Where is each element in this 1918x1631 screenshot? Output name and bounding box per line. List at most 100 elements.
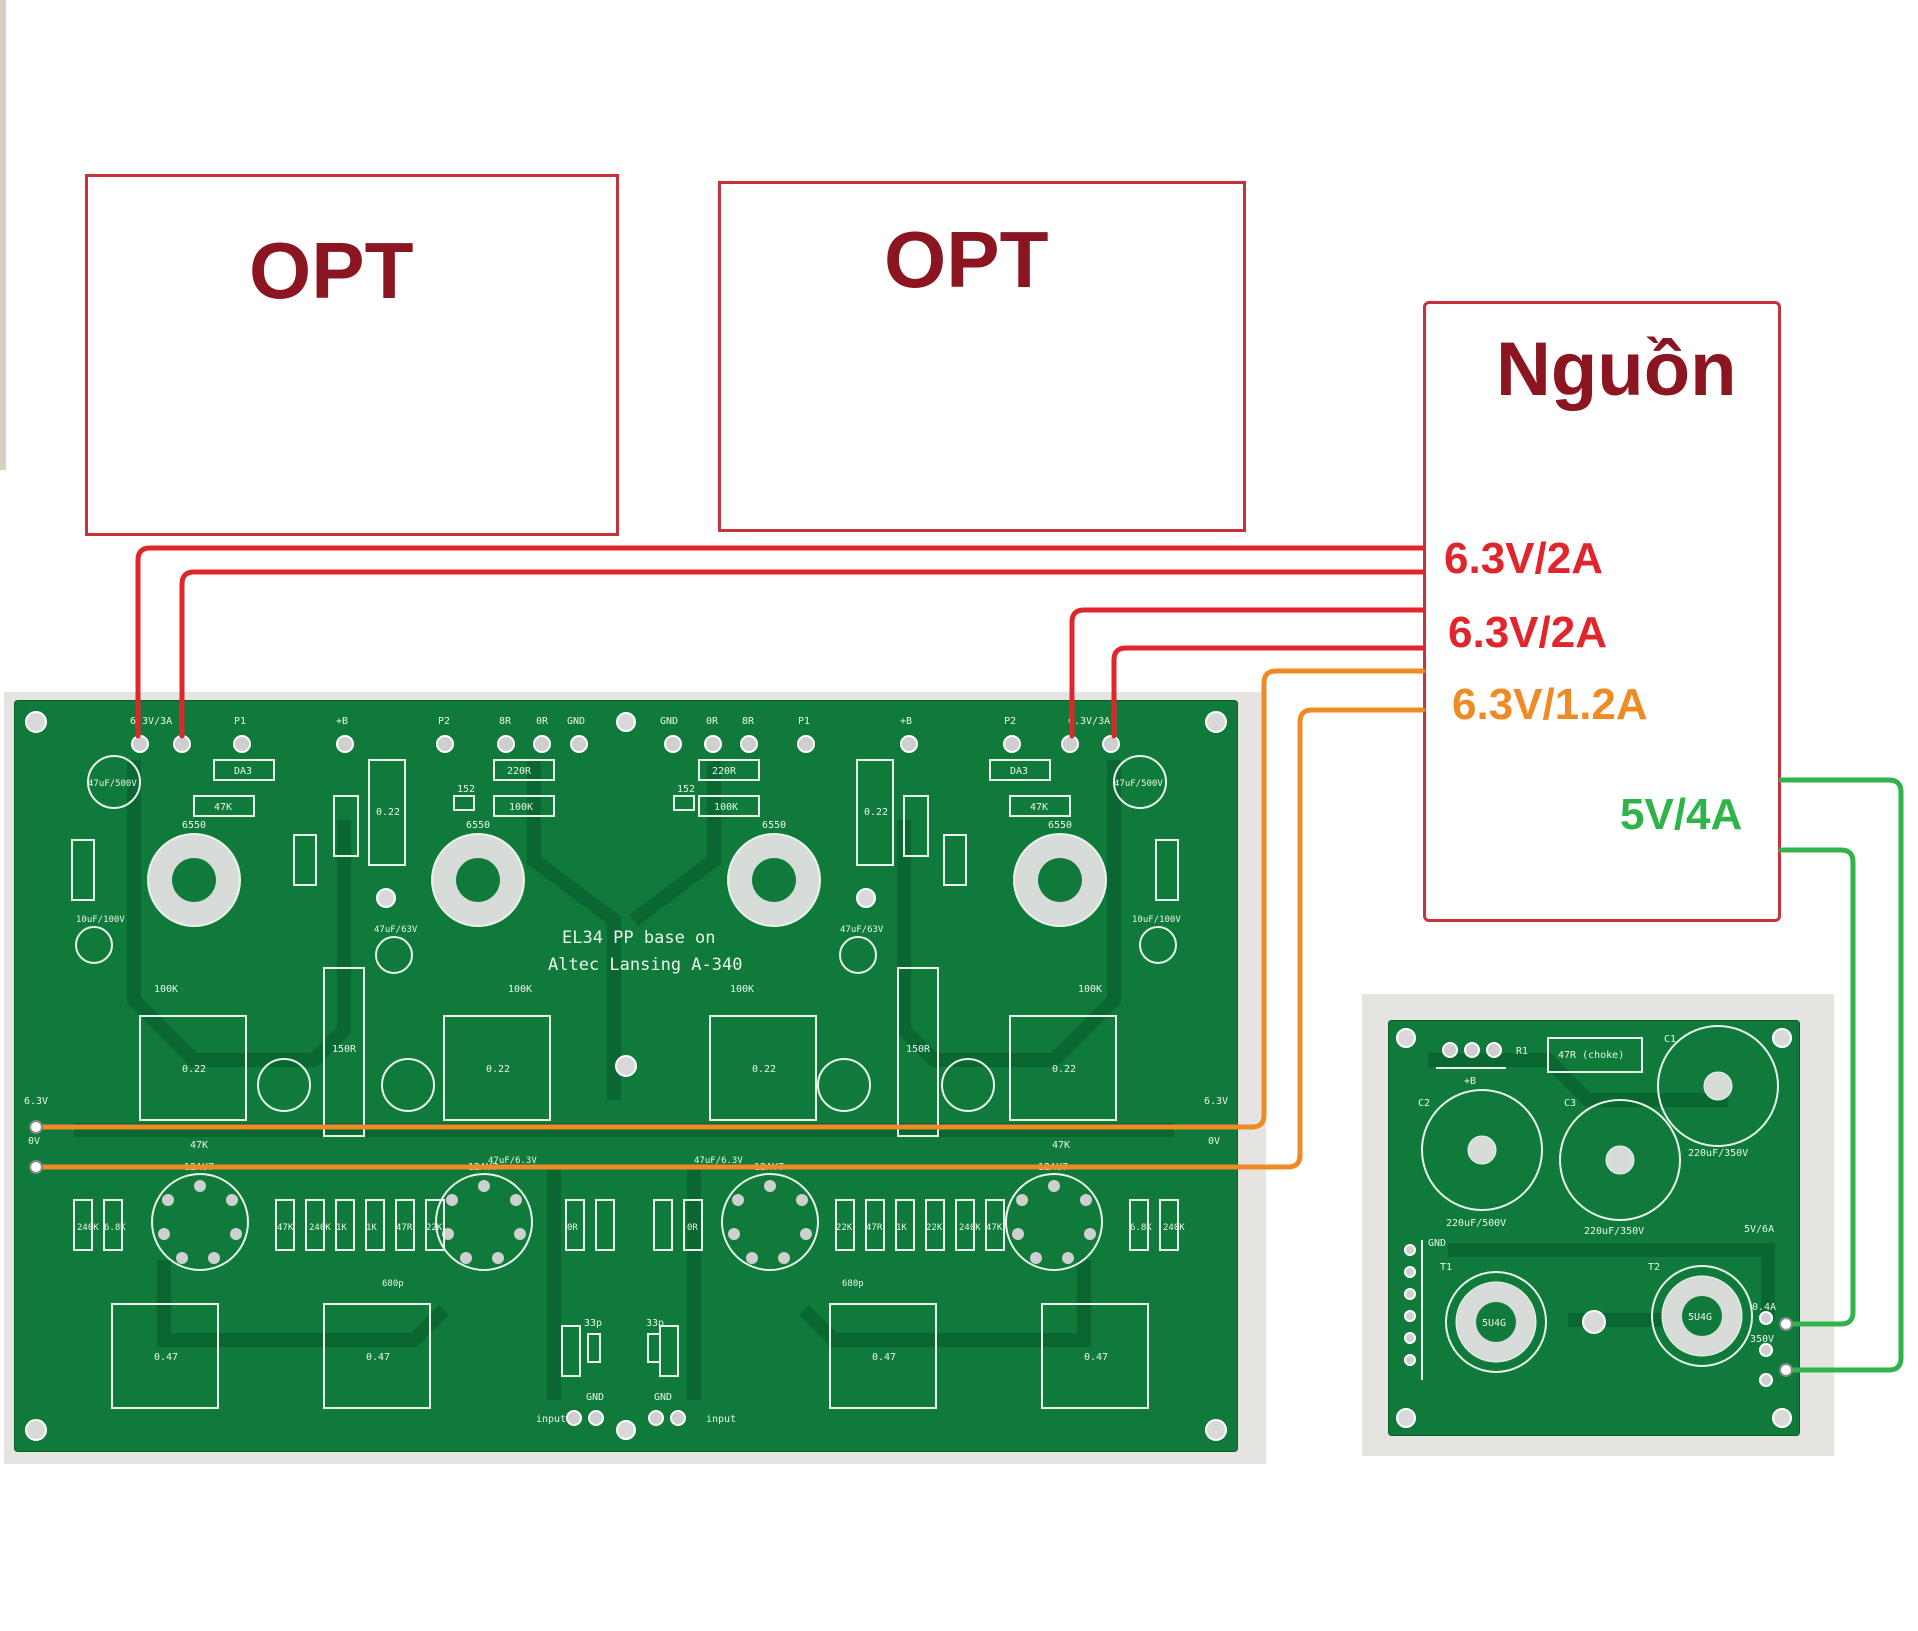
resistor-label: 47K xyxy=(214,802,232,813)
resistor-label: 6.8K xyxy=(1130,1223,1152,1233)
ground-label-left: 0V xyxy=(28,1136,40,1147)
cap-label: 47uF/6.3V xyxy=(488,1156,537,1166)
filament-wire-green-a xyxy=(1778,777,1904,1373)
resistor-label: 47R xyxy=(866,1223,883,1233)
psu-label: R1 xyxy=(1516,1046,1528,1057)
rail-label-heater-1: 6.3V/2A xyxy=(1444,534,1603,583)
cap-label: 680p xyxy=(842,1279,864,1289)
pcb-title-line2: Altec Lansing A-340 xyxy=(548,955,742,975)
resistor-label: 220R xyxy=(712,766,737,777)
cap-label: 152 xyxy=(677,784,695,795)
psu-label: 5V/6A xyxy=(1744,1224,1774,1235)
pin-label: +B xyxy=(336,716,348,727)
cap-label: 0.22 xyxy=(486,1064,510,1075)
rail-label-heater-3: 6.3V/1.2A xyxy=(1452,680,1648,729)
cap-label: 10uF/100V xyxy=(76,915,125,925)
opt-left-title: OPT xyxy=(249,226,414,315)
heater-label-left: 6.3V xyxy=(24,1096,48,1107)
tube-label: 6550 xyxy=(1048,820,1072,831)
cap-label: 33p xyxy=(584,1318,602,1329)
pin-label: 6.3V/3A xyxy=(1068,716,1110,727)
gnd-label-right: GND xyxy=(654,1392,672,1403)
opt-box-left: OPT xyxy=(85,174,619,536)
pin-label: P2 xyxy=(1004,716,1016,727)
resistor-label: 6.8K xyxy=(104,1223,126,1233)
pin-label: 0R xyxy=(706,716,719,727)
resistor-label: 47K xyxy=(1030,802,1048,813)
cap-label: 47uF/500V xyxy=(88,779,137,789)
rail-label-heater-2: 6.3V/2A xyxy=(1448,608,1607,657)
rail-label-filament: 5V/4A xyxy=(1620,790,1743,839)
tube-label: 6550 xyxy=(466,820,490,831)
cap-label: 47uF/63V xyxy=(374,925,418,935)
pin-label: 0R xyxy=(536,716,549,727)
pin-label: P1 xyxy=(798,716,810,727)
pin-label: P2 xyxy=(438,716,450,727)
resistor-label: 0R xyxy=(687,1223,698,1233)
pin-label: +B xyxy=(900,716,912,727)
tube-label: 6550 xyxy=(762,820,786,831)
pcb-title-line1: EL34 PP base on xyxy=(562,928,716,948)
power-supply-title: Nguồn xyxy=(1496,327,1737,412)
heater-wire-orange-b xyxy=(33,707,1426,1170)
psu-label: T1 xyxy=(1440,1262,1452,1273)
psu-label: 220uF/500V xyxy=(1446,1218,1506,1229)
psu-label: 220uF/350V xyxy=(1688,1148,1748,1159)
resistor-label: 47K xyxy=(190,1140,208,1151)
psu-pcb: +B R1 47R (choke) C1 C2 C3 220uF/500V 22… xyxy=(1388,1020,1800,1436)
psu-pcb-artwork: +B R1 47R (choke) C1 C2 C3 220uF/500V 22… xyxy=(1396,1025,1792,1428)
psu-label: 5U4G xyxy=(1482,1318,1506,1329)
resistor-label: 47R xyxy=(396,1223,413,1233)
psu-label: GND xyxy=(1428,1238,1446,1249)
resistor-label: DA3 xyxy=(234,766,252,777)
pin-label: 6.3V/3A xyxy=(130,716,172,727)
resistor-label: 47K xyxy=(1052,1140,1070,1151)
resistor-label: 100K xyxy=(714,802,738,813)
psu-label: 47R (choke) xyxy=(1558,1050,1624,1061)
cap-label: 47uF/63V xyxy=(840,925,884,935)
resistor-label: 150R xyxy=(332,1044,357,1055)
amp-pcb: 6.3V/3A P1 +B P2 8R 0R GND GND 0R 8R P1 … xyxy=(14,700,1238,1452)
psu-pcb-photo: +B R1 47R (choke) C1 C2 C3 220uF/500V 22… xyxy=(1362,994,1834,1456)
psu-label: 5U4G xyxy=(1688,1312,1712,1323)
resistor-label: 1K xyxy=(336,1223,347,1233)
ground-label-right: 0V xyxy=(1208,1136,1220,1147)
resistor-label: 22K xyxy=(426,1223,443,1233)
cap-label: 47uF/500V xyxy=(1114,779,1163,789)
pin-label: P1 xyxy=(234,716,246,727)
resistor-label: 1K xyxy=(896,1223,907,1233)
amp-pcb-artwork: 6.3V/3A P1 +B P2 8R 0R GND GND 0R 8R P1 … xyxy=(24,711,1228,1441)
cap-label: 47uF/6.3V xyxy=(694,1156,743,1166)
resistor-label: 240K xyxy=(959,1223,981,1233)
resistor-label: 1K xyxy=(366,1223,377,1233)
cap-label: 0.22 xyxy=(182,1064,206,1075)
filament-wire-green-b xyxy=(1778,847,1856,1327)
cap-label: 33p xyxy=(646,1318,664,1329)
psu-label: T2 xyxy=(1648,1262,1660,1273)
resistor-label: 100K xyxy=(730,984,754,995)
cap-label: 0.22 xyxy=(864,807,888,818)
cap-label: 680p xyxy=(382,1279,404,1289)
tube-sockets-power xyxy=(147,833,1107,927)
psu-label: C3 xyxy=(1564,1098,1576,1109)
psu-label: 0.4A xyxy=(1752,1302,1776,1313)
resistor-label: 100K xyxy=(1078,984,1102,995)
resistor-label: 150R xyxy=(906,1044,931,1055)
resistor-label: 47K xyxy=(986,1223,1003,1233)
cap-label: 0.22 xyxy=(376,807,400,818)
resistor-label: 100K xyxy=(508,984,532,995)
heater-wire-orange-a xyxy=(33,668,1426,1130)
cap-label: 0.22 xyxy=(752,1064,776,1075)
heater-label-right: 6.3V xyxy=(1204,1096,1228,1107)
resistor-label: 240K xyxy=(77,1223,99,1233)
input-label-right: input xyxy=(706,1414,736,1425)
psu-label: C2 xyxy=(1418,1098,1430,1109)
heater-wire-red-1b xyxy=(179,569,1426,739)
heater-wire-red-2a xyxy=(1069,607,1426,739)
pin-label: 8R xyxy=(742,716,755,727)
cap-label: 0.22 xyxy=(1052,1064,1076,1075)
heater-wire-red-2b xyxy=(1111,645,1426,739)
psu-label: +B xyxy=(1464,1076,1476,1087)
opt-right-title: OPT xyxy=(884,215,1049,304)
resistor-label: 22K xyxy=(926,1223,943,1233)
